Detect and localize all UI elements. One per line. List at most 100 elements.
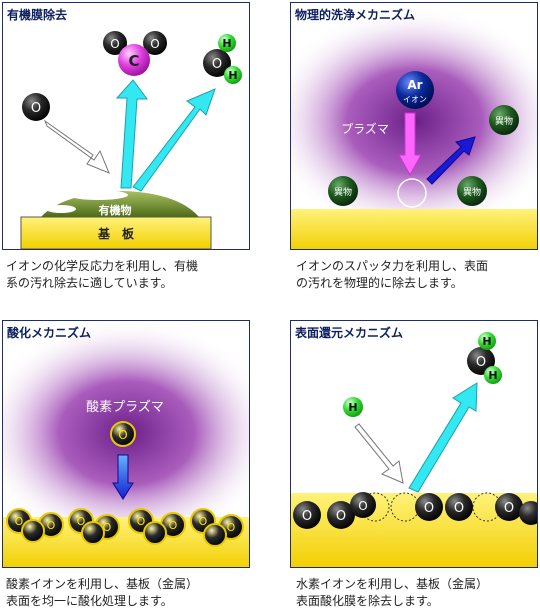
argon-ion [396,71,434,109]
argon-label: Ar [407,78,422,92]
surface-oxygen-atom [415,493,443,521]
panel-title: 有機膜除去 [7,8,68,22]
ejection-arrow [426,136,476,185]
carbon-label: C [128,52,139,70]
caption-line: イオンのスパッタ力を利用し、表面 [296,259,489,273]
surface-oxygen-atom [495,493,523,521]
film-hole [68,190,128,200]
panel-title: 表面還元メカニズム [295,326,404,340]
hydrogen-atom [484,366,502,384]
oxide-atom [143,521,167,545]
oxygen-atom [103,31,127,55]
physical-cleaning-diagram: Ar イオン プラズマ 異物 異物 異物 [291,6,537,249]
outgoing-arrow-co2 [115,79,148,189]
film-label: 有機物 [99,203,132,217]
oxygen-label: O [454,501,464,516]
oxide-label: O [77,515,86,528]
oxygen-label: O [110,37,119,51]
surface-oxygen-atom [350,492,376,518]
panel-surface-reduction: 表面還元メカニズム H O H H [290,320,538,568]
oxide-label: O [227,521,236,534]
caption-line: 系の汚れ除去に適しています。 [6,276,173,290]
incoming-hydrogen-arrow [354,423,404,484]
panel-organic-removal: 有機膜除去 基 板 有機物 [2,2,250,250]
ion-impact-arrow [398,112,422,177]
panel-title: 酸化メカニズム [7,326,92,340]
oxide-atom [203,523,227,547]
oxide-label: O [15,515,24,528]
oxygen-label: O [476,355,486,370]
oxygen-label: O [118,428,127,442]
hydrogen-atom [224,66,242,84]
oxide-label: O [103,521,112,534]
removed-particle-outline [397,178,427,208]
film-hole [46,205,76,213]
outgoing-water-arrow [408,382,478,493]
panel-caption: 水素イオンを利用し、基板（金属） 表面酸化膜を除去します。 [296,576,540,610]
removed-atom-outline [360,492,390,522]
foreign-label: 異物 [463,186,481,198]
caption-line: 表面酸化膜を除去します。 [296,594,439,608]
oxygen-ion [110,421,136,447]
panel-oxidation: 酸化メカニズム 酸素プラズマ O [2,320,250,568]
incoming-ion-arrow [43,119,110,174]
oxygen-label: O [504,501,514,516]
panel-caption: 酸素イオンを利用し、基板（金属） 表面を均一に酸化処理します。 [6,576,256,610]
oxide-atom [21,519,45,543]
caption-line: 表面を均一に酸化処理します。 [6,594,173,608]
surface-oxygen-atom [327,501,355,529]
oxide-atom [81,521,105,545]
ion-label: イオン [403,95,427,104]
oxygen-label: O [212,57,222,72]
oxygen-label: O [424,501,434,516]
surface-oxygen-atom [293,501,321,529]
oxide-layer [6,508,244,547]
oxygen-atom [203,49,231,77]
oxide-label: O [169,519,178,532]
oxygen-arrow [112,454,134,500]
hydrogen-ion [343,397,363,417]
hydrogen-label: H [482,335,491,348]
oxide-label: O [199,515,208,528]
surface-reduction-diagram: H O H H O O O O O O [291,332,537,567]
oxygen-atom [143,31,167,55]
substrate-block [291,209,537,249]
panel-physical-cleaning: 物理的洗浄メカニズム Ar イオン プラズマ [290,2,538,250]
oxide-label: O [137,515,146,528]
oxygen-label: O [336,509,346,524]
foreign-particle [328,176,358,206]
foreign-particle [457,176,487,206]
caption-line: 水素イオンを利用し、基板（金属） [296,577,489,591]
caption-line: イオンの化学反応力を利用し、有機 [6,259,199,273]
panel-caption: イオンのスパッタ力を利用し、表面 の汚れを物理的に除去します。 [296,258,540,292]
panel-title: 物理的洗浄メカニズム [295,8,416,22]
outgoing-arrow-h2o [132,88,216,192]
plasma-label: 酸素プラズマ [86,399,164,415]
foreign-particle [489,105,519,135]
oxygen-atom [22,93,50,121]
substrate-block [20,216,212,249]
oxide-label: O [47,519,56,532]
caption-line: 酸素イオンを利用し、基板（金属） [6,577,199,591]
hydrogen-label: H [228,69,237,82]
substrate-label: 基 板 [97,226,135,241]
plasma-label: プラズマ [341,121,389,136]
surface-oxygen-atom [445,493,473,521]
panel-caption: イオンの化学反応力を利用し、有機 系の汚れ除去に適しています。 [6,258,256,292]
oxygen-label: O [358,499,367,513]
hydrogen-label: H [488,369,497,382]
hydrogen-label: H [222,37,231,50]
hydrogen-label: H [348,401,357,414]
oxygen-label: O [31,101,41,116]
foreign-label: 異物 [334,186,352,198]
oxygen-label: O [302,509,312,524]
foreign-label: 異物 [495,115,513,127]
carbon-atom [118,44,150,76]
oxidation-diagram: 酸素プラズマ O O O O O O O O O [3,321,249,567]
oxygen-label: O [150,37,159,51]
hydrogen-atom [218,34,236,52]
caption-line: の汚れを物理的に除去します。 [296,276,463,290]
organic-removal-diagram: 基 板 有機物 O O O C O H H [20,31,242,249]
surface-oxygen-atom [519,501,537,525]
hydrogen-atom [478,332,496,350]
